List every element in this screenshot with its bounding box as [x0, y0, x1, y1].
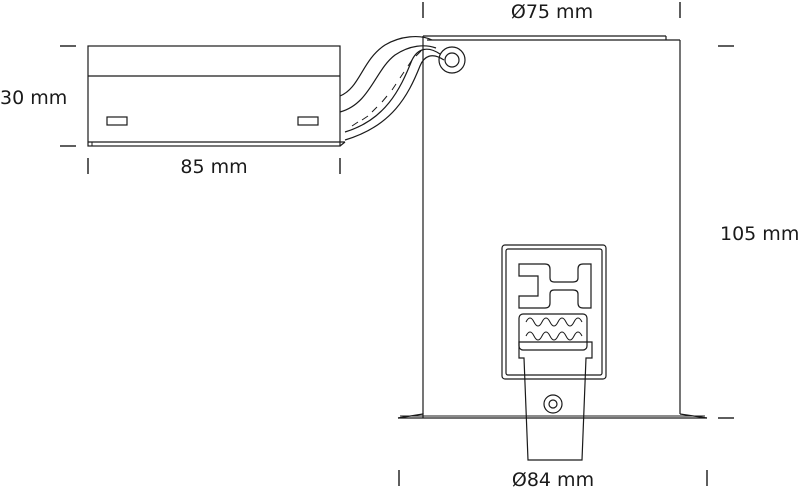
fixture-top-diameter-label: Ø75 mm [511, 1, 593, 23]
cable [339, 35, 445, 141]
clip-lever [518, 341, 593, 461]
fixture-bottom-diameter-label: Ø84 mm [512, 469, 594, 488]
fixture-body [397, 35, 708, 419]
lever-screw [543, 394, 563, 414]
spring-clip [501, 244, 607, 380]
cable-gland [438, 46, 466, 74]
driver-width-label: 85 mm [180, 156, 247, 178]
driver-slot-left [106, 116, 128, 126]
driver-box [87, 45, 346, 147]
driver-height-label: 30 mm [0, 87, 67, 109]
driver-slot-right [297, 116, 319, 126]
fixture-height-label: 105 mm [720, 223, 799, 245]
